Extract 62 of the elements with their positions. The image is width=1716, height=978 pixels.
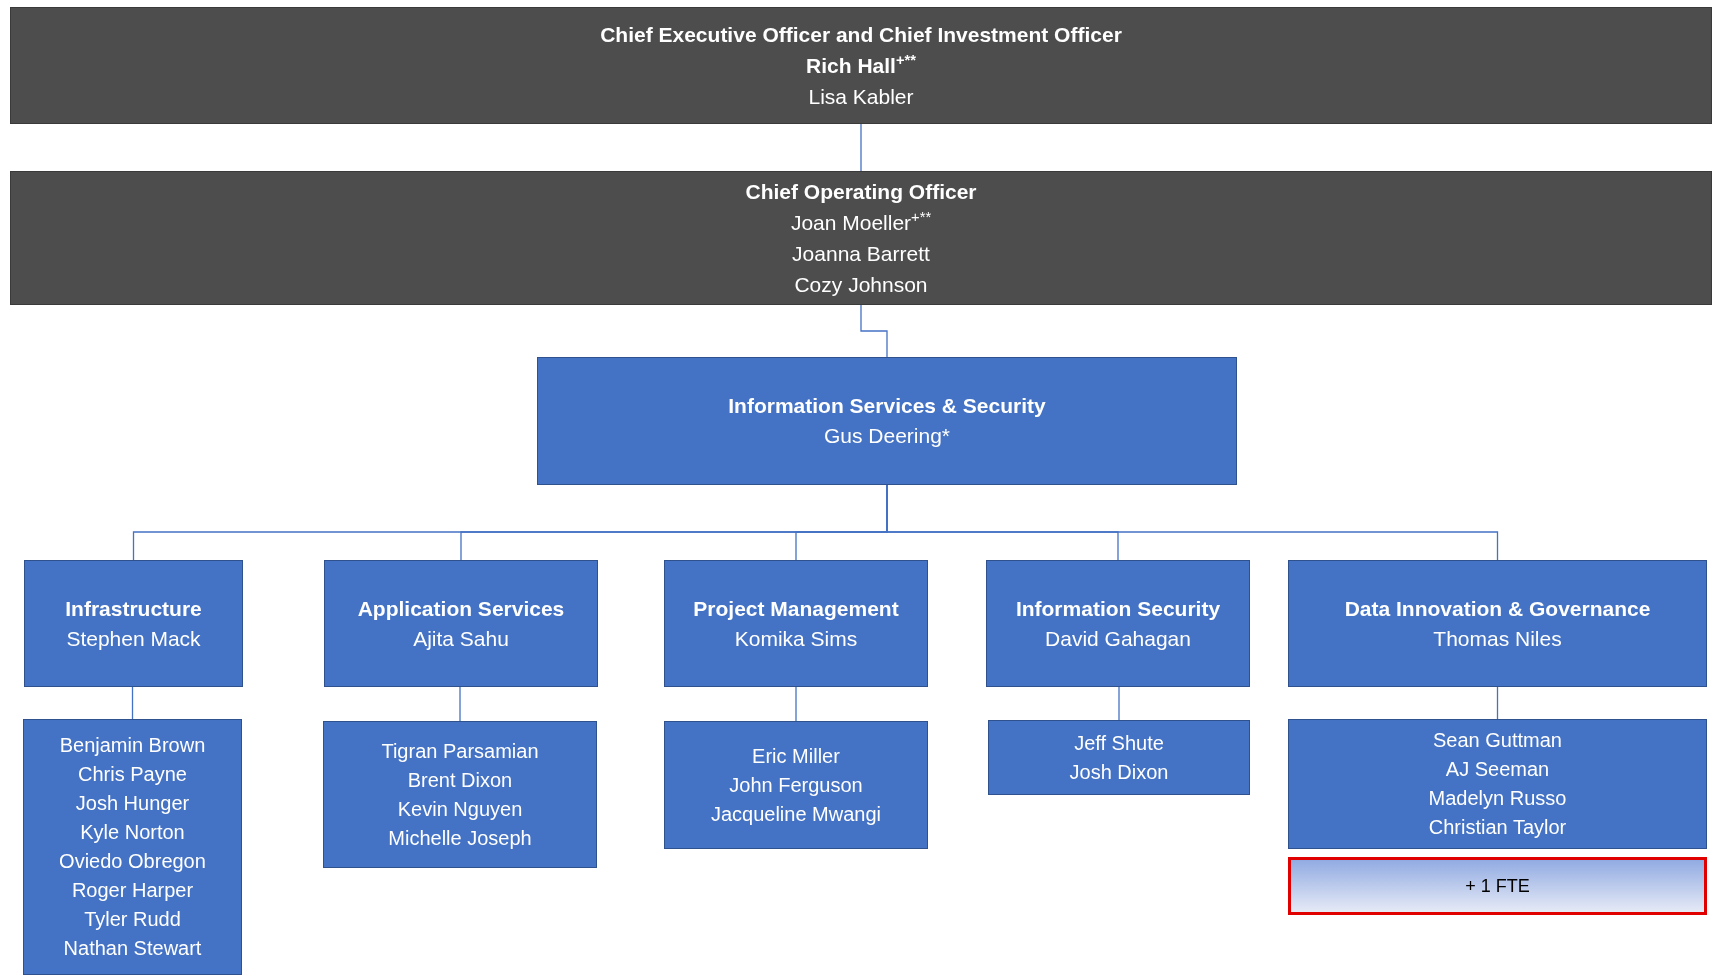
role-title: Information Security xyxy=(1015,595,1221,622)
connector-line xyxy=(1118,686,1120,721)
org-unit-box xyxy=(664,721,928,849)
role-title: Project Management xyxy=(693,595,899,622)
person-name: Komika Sims xyxy=(734,625,858,652)
connector-line xyxy=(459,686,461,722)
role-title: Rich Hall$^{+**}$ xyxy=(806,51,916,79)
person-name: Kevin Nguyen xyxy=(397,796,523,822)
person-name: Jeff Shute xyxy=(1074,730,1164,756)
org-unit-box xyxy=(664,560,928,687)
role-title: Data Innovation & Governance xyxy=(1344,595,1651,622)
role-title: Application Services xyxy=(357,595,565,622)
person-name: Joan Moeller$^{+**}$ xyxy=(790,208,932,236)
person-name: Nathan Stewart xyxy=(63,936,202,961)
person-name: Stephen Mack xyxy=(66,625,201,652)
person-name: Kyle Norton xyxy=(80,820,185,845)
person-name: Lisa Kabler xyxy=(808,84,914,110)
person-name: Oviedo Obregon xyxy=(59,849,206,874)
role-title: Chief Executive Officer and Chief Investment Officer xyxy=(600,22,1122,48)
person-name: Jacqueline Mwangi xyxy=(710,801,882,827)
org-unit-box xyxy=(537,357,1237,485)
person-name: Josh Dixon xyxy=(1069,759,1169,785)
person-name: Chris Payne xyxy=(78,762,187,787)
person-name: Roger Harper xyxy=(71,878,194,903)
role-title: Information Services & Security xyxy=(728,393,1046,419)
org-unit-box xyxy=(23,719,242,975)
vacancy-box xyxy=(1288,857,1707,915)
person-name: Tyler Rudd xyxy=(84,907,181,932)
person-name: Sean Guttman xyxy=(1433,728,1562,753)
person-name: AJ Seeman xyxy=(1445,757,1550,782)
person-name: Brent Dixon xyxy=(407,767,513,793)
person-name: Ajita Sahu xyxy=(413,625,509,652)
person-name: Gus Deering* xyxy=(823,423,951,449)
person-name: Tigran Parsamian xyxy=(381,738,539,764)
connector-line xyxy=(860,123,862,172)
org-unit-box xyxy=(1288,719,1707,849)
org-unit-box xyxy=(24,560,243,687)
person-name: Madelyn Russo xyxy=(1428,786,1567,811)
person-name: Eric Miller xyxy=(752,743,840,769)
person-name: Christian Taylor xyxy=(1428,815,1567,840)
org-unit-box xyxy=(10,171,1712,305)
person-name: David Gahagan xyxy=(1045,625,1191,652)
person-name: John Ferguson xyxy=(729,772,863,798)
person-name: Joanna Barrett xyxy=(792,241,930,267)
connector-line xyxy=(795,686,797,722)
org-unit-box xyxy=(324,560,598,687)
role-title: Chief Operating Officer xyxy=(745,179,977,205)
org-unit-box xyxy=(986,560,1250,687)
org-unit-box xyxy=(988,720,1250,795)
person-name: Josh Hunger xyxy=(75,791,190,816)
org-unit-box xyxy=(1288,560,1707,687)
person-name: + 1 FTE xyxy=(1465,875,1530,898)
person-name: Thomas Niles xyxy=(1433,625,1562,652)
connector-line xyxy=(131,686,134,720)
connector-line xyxy=(860,304,888,358)
person-name: Cozy Johnson xyxy=(794,272,928,298)
org-unit-box xyxy=(10,7,1712,124)
person-name: Benjamin Brown xyxy=(59,733,206,758)
org-unit-box xyxy=(323,721,597,868)
connector-line xyxy=(1496,686,1499,720)
person-name: Michelle Joseph xyxy=(388,825,532,851)
role-title: Infrastructure xyxy=(65,595,202,622)
